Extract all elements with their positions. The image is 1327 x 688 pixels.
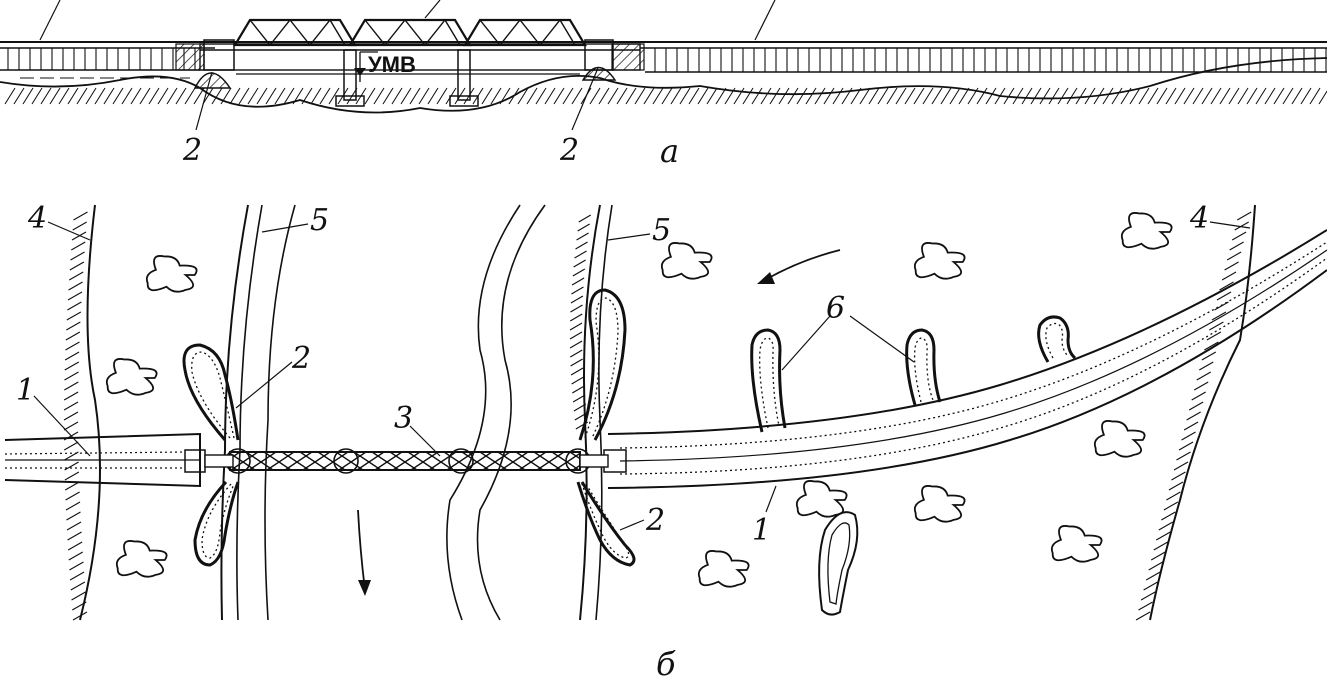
section-a-profile: УМВ 2 2 а [0,0,1327,170]
callout-4-left: 4 [27,201,47,236]
bush-1 [105,358,158,396]
flow-arrow-floodplain [757,249,841,284]
section-b-label: б [656,645,676,683]
bridge-truss [199,18,641,71]
callout-5-right: 5 [652,213,671,248]
bush-8 [1050,525,1103,563]
ground-hatch [4,87,1327,105]
water-level-label: УМВ [368,52,416,77]
embankment-ticks-right [654,48,1327,72]
section-b-plan: 4 4 5 5 2 1 3 2 1 6 б [4,201,1327,683]
section-a-label: а [660,132,679,170]
embankment-ticks-left [7,48,196,70]
bush-3 [660,242,713,280]
bridge-plan [204,448,609,474]
vegetation [105,212,1173,588]
callout-2-cone-left: 2 [291,341,311,376]
guide-dams [182,288,636,567]
bush-0 [145,255,198,293]
channel-right-hatch [569,214,592,430]
callout-2-cone-right: 2 [645,503,665,538]
bush-10 [795,480,848,518]
callout-2-right-a: 2 [559,133,579,168]
bush-6 [1093,420,1146,458]
callout-3-bridge: 3 [394,401,413,436]
callout-1-right: 1 [752,513,771,548]
bank-left-hatch [63,211,88,621]
bush-9 [697,550,750,588]
callout-2-left-a: 2 [182,133,202,168]
embankment-right [603,229,1327,489]
callout-4-right: 4 [1189,201,1209,236]
traverses [750,315,1077,433]
bank-right-hatch [1135,211,1252,621]
bush-2 [115,540,168,578]
callout-5-left: 5 [310,203,329,238]
callout-6-traverses: 6 [826,291,845,326]
bush-7 [913,485,966,523]
bush-4 [913,242,966,280]
embankment-left [4,432,206,488]
bush-5 [1120,212,1173,250]
callout-1-left: 1 [16,373,35,408]
flow-arrow-river [357,509,371,596]
